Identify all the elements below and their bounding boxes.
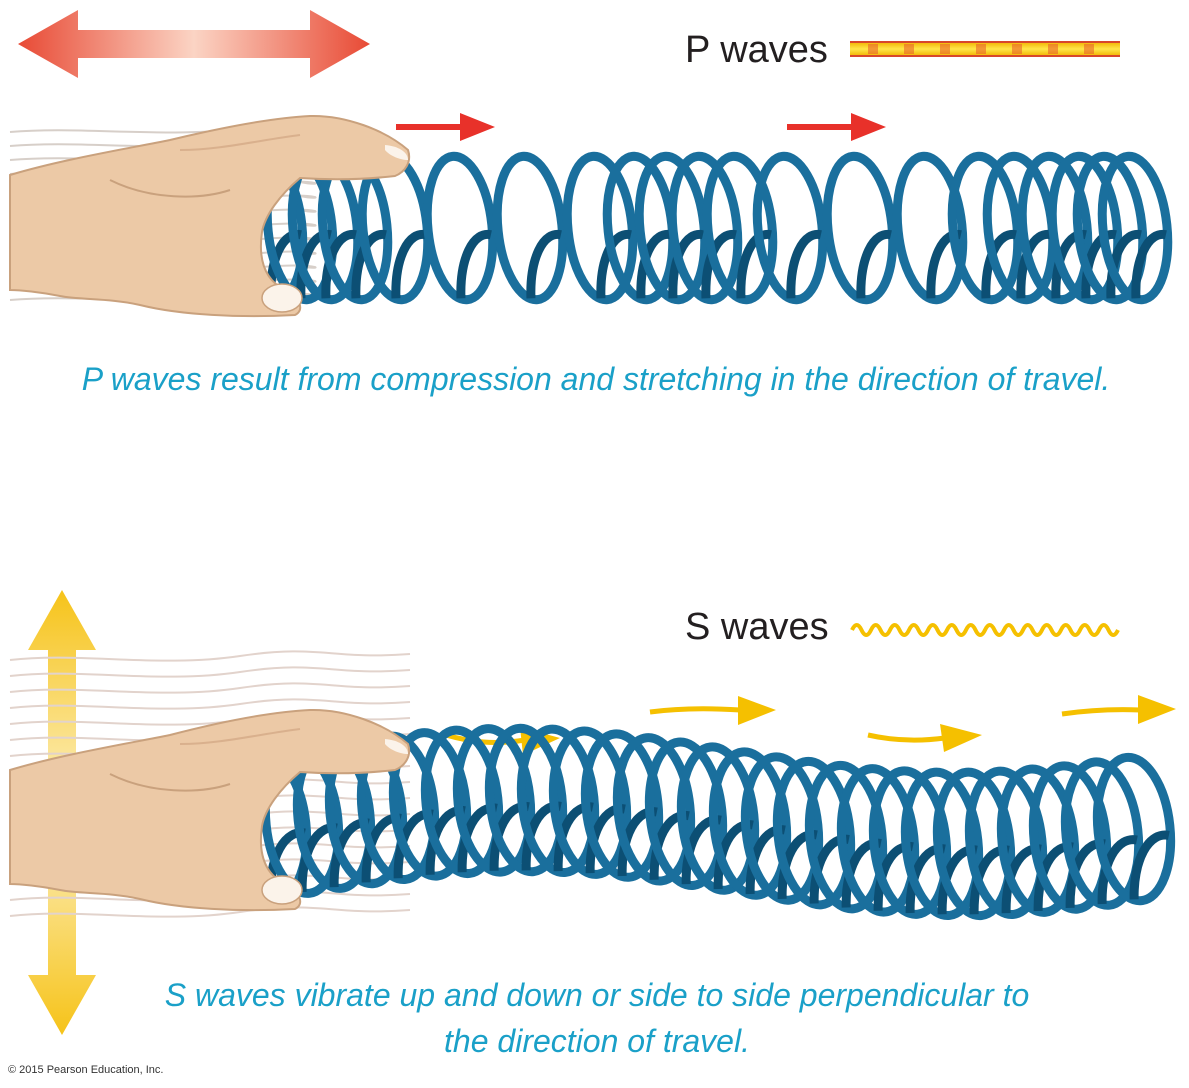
spring-coil [822,151,898,305]
motion-line [9,650,411,662]
s-wave-hand-icon [9,708,411,912]
spring-coil [492,151,568,305]
motion-line [9,682,411,694]
spring-coil [1072,151,1148,305]
spring-coil-shade [526,229,562,299]
motion-line [9,906,411,918]
double-arrow-horizontal-icon [18,10,370,78]
p-wave-panel: P waves P waves result from compression … [9,10,1173,397]
spring-coil [484,723,568,877]
spring-coil [452,724,536,877]
spring-coil-shade [636,229,672,299]
spring-coil-shade [1129,830,1170,900]
legend-bar-mark [904,44,914,54]
spring-coil [1028,761,1112,914]
s-wave-panel: S waves S waves vibrate up and down or s… [9,590,1176,1059]
spring-coil [996,764,1080,917]
spring-coil [1060,757,1144,910]
spring-coil-shade [1097,835,1138,905]
spring-coil [836,764,920,917]
motion-line [9,698,411,710]
spring-coil [676,742,760,895]
spring-coil-shade [856,229,892,299]
spring-coil [422,151,498,305]
spring-coil-shade [1131,229,1167,299]
s-wave-caption-line-1: S waves vibrate up and down or side to s… [165,977,1030,1013]
p-wave-hand-icon [9,114,411,318]
spring-coil [900,767,984,921]
spring-coil [580,729,664,882]
spring-coil-shade [1081,229,1117,299]
spring-coil-shade [736,229,772,299]
spring-coil [932,767,1016,921]
spring-coil [644,737,728,890]
spring-coil [1097,151,1173,305]
spring-coil-shade [321,229,357,299]
spring-coil [804,760,888,914]
s-wave-label: S waves [685,606,829,648]
spring-coil [1047,151,1123,305]
spring-coil [548,726,632,879]
s-wave-direction-arrow-4 [1061,695,1176,724]
spring-coil-shade [391,229,427,299]
spring-coil [708,747,792,900]
p-wave-caption: P waves result from compression and stre… [82,361,1111,397]
spring-coil [752,151,828,305]
p-wave-legend-bar [850,41,1120,57]
spring-coil [740,752,824,905]
p-wave-direction-arrow-2 [787,113,886,141]
copyright-notice: © 2015 Pearson Education, Inc. [8,1064,163,1076]
p-wave-label: P waves [685,29,828,71]
spring-coil [667,151,743,305]
s-wave-direction-arrow-3 [867,724,982,752]
spring-coil [516,724,600,878]
legend-bar-mark [1048,44,1058,54]
spring-coil-shade [1106,229,1142,299]
legend-bar-mark [976,44,986,54]
spring-coil [964,766,1048,920]
spring-coil [868,766,952,919]
legend-bar-mark [1084,44,1094,54]
spring-coil-shade [456,229,492,299]
spring-coil [562,151,638,305]
spring-coil [947,151,1023,305]
spring-coil [1017,151,1093,305]
legend-bar-mark [940,44,950,54]
spring-coil-shade [786,229,822,299]
s-wave-legend-wave [850,623,1120,637]
spring-coil [1092,752,1176,906]
spring-coil [772,756,856,910]
p-wave-direction-arrow-1 [396,113,495,141]
spring-coil [702,151,778,305]
legend-bar-mark [1012,44,1022,54]
motion-line [9,666,411,678]
spring-coil [388,728,472,881]
spring-coil [612,733,696,886]
spring-coil [892,151,968,305]
s-wave-caption-line-2: the direction of travel. [444,1023,750,1059]
legend-bar-mark [868,44,878,54]
s-wave-direction-arrow-2 [649,696,776,725]
spring-coil [420,725,504,879]
